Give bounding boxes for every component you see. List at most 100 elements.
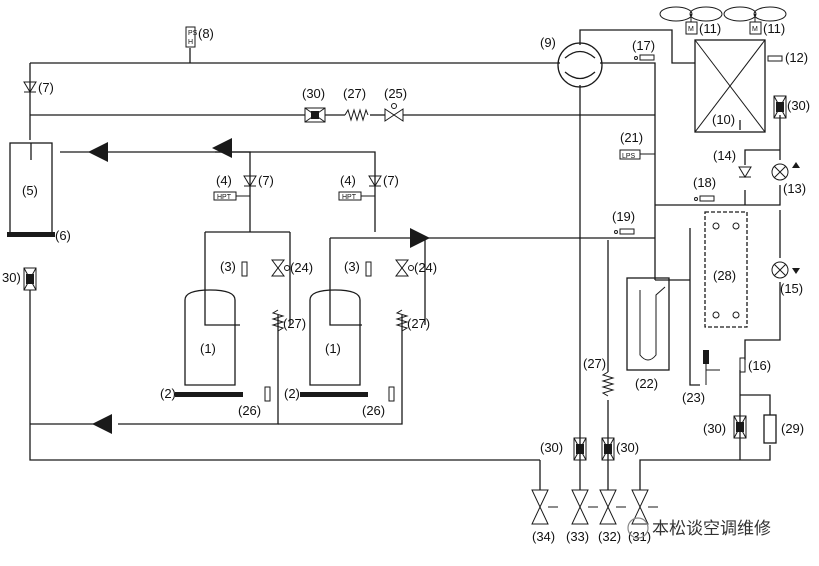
filter-bottom-2 [601, 437, 615, 461]
arrow-left-top [88, 142, 108, 162]
expansion-valve-13 [771, 162, 800, 181]
arrow-left-liquid [92, 414, 112, 434]
label-capillary-27a: (27) [283, 316, 306, 331]
check-valve-comp2 [368, 175, 382, 187]
check-valve-14 [738, 166, 752, 178]
label-filter-bottom-1: (30) [540, 440, 563, 455]
label-valve-31: (31) [628, 529, 651, 544]
label-heat-exchanger: (10) [712, 112, 735, 127]
label-check-valve-comp2: (7) [383, 173, 399, 188]
fan-motor-tag-right: M [752, 26, 758, 33]
label-filter-right: (30) [787, 98, 810, 113]
hpt-tag-1: HPT [217, 194, 232, 201]
label-oil-separator: (5) [22, 183, 38, 198]
label-valve-32: (32) [598, 529, 621, 544]
check-valve-comp1 [243, 175, 257, 187]
label-plate-heat-exchanger: (28) [713, 268, 736, 283]
label-check-valve-comp1: (7) [258, 173, 274, 188]
temp-sensor-17 [639, 54, 655, 61]
lps-tag: LPS [622, 153, 636, 160]
label-check-valve-left: (7) [38, 80, 54, 95]
capillary-27c [601, 371, 615, 397]
label-crankcase-heater-2: (2) [284, 386, 300, 401]
capillary-27b [395, 309, 409, 332]
label-low-pressure-switch: (21) [620, 130, 643, 145]
pressure-sensor-tag-h: H [188, 39, 193, 46]
capillary-26b [388, 386, 395, 402]
label-filter-left: 30) [2, 270, 21, 285]
label-solenoid-25: (25) [384, 86, 407, 101]
label-temp-sensor-18: (18) [693, 175, 716, 190]
arrow-right-suction [410, 228, 430, 248]
label-high-pressure-switch-1: (4) [216, 173, 232, 188]
label-expansion-valve-13: (13) [783, 181, 806, 196]
piping [29, 29, 781, 490]
service-valve-32 [599, 489, 626, 525]
watermark-text: 本松谈空调维修 [652, 519, 771, 538]
expansion-valve-15 [771, 261, 800, 279]
capillary-26a [264, 386, 271, 402]
solenoid-valve-24b [395, 259, 414, 277]
label-oil-separator-heater: (6) [55, 228, 71, 243]
temp-sensor-19 [619, 228, 635, 235]
solenoid-valve-24a [271, 259, 290, 277]
label-filter-bottom-2: (30) [616, 440, 639, 455]
label-valve-34: (34) [532, 529, 555, 544]
four-way-valve [557, 42, 603, 88]
compressor-1 [175, 289, 243, 397]
component-29 [763, 414, 777, 444]
check-valve-left [23, 81, 37, 93]
outdoor-temp-sensor [767, 55, 783, 62]
label-solenoid-24a: (24) [290, 260, 313, 275]
filter-right [773, 95, 787, 119]
capillary-27a [271, 309, 285, 332]
label-capillary-27b: (27) [407, 316, 430, 331]
label-temp-sensor-19: (19) [612, 209, 635, 224]
label-discharge-temp-2: (3) [344, 259, 360, 274]
label-fan-motor-left: (11) [699, 21, 721, 36]
temp-sensor-18 [699, 195, 715, 202]
label-component-29: (29) [781, 421, 804, 436]
watermark: 本松谈空调维修 [627, 517, 771, 539]
label-solenoid-23: (23) [682, 390, 705, 405]
filter-top [304, 107, 326, 123]
label-compressor-1: (1) [200, 341, 216, 356]
solenoid-23 [703, 350, 720, 385]
service-valve-31 [631, 489, 658, 525]
gas-liquid-separator [626, 277, 670, 371]
plate-heat-exchanger [704, 211, 748, 328]
service-valve-33 [571, 489, 598, 525]
label-temp-sensor-16: (16) [748, 358, 771, 373]
label-gas-liquid-separator: (22) [635, 376, 658, 391]
fan-left [659, 6, 723, 35]
filter-bottom-right [733, 415, 747, 439]
label-filter-top: (30) [302, 86, 325, 101]
pressure-sensor [185, 26, 196, 48]
capillary-27-top [344, 108, 369, 122]
solenoid-valve-25 [384, 103, 404, 122]
outdoor-heat-exchanger [694, 39, 766, 133]
label-valve-33: (33) [566, 529, 589, 544]
label-capillary-27c: (27) [583, 356, 606, 371]
label-discharge-temp-1: (3) [220, 259, 236, 274]
arrow-left-mid [212, 138, 232, 158]
label-solenoid-24b: (24) [414, 260, 437, 275]
filter-bottom-1 [573, 437, 587, 461]
temp-sensor-16 [739, 357, 746, 373]
label-compressor-2: (1) [325, 341, 341, 356]
label-four-way-valve: (9) [540, 35, 556, 50]
filter-left [23, 267, 37, 291]
fan-motor-tag-left: M [688, 26, 694, 33]
hpt-tag-2: HPT [342, 194, 357, 201]
label-capillary-26b: (26) [362, 403, 385, 418]
label-high-pressure-switch-2: (4) [340, 173, 356, 188]
label-filter-bottom-right: (30) [703, 421, 726, 436]
label-expansion-valve-15: (15) [780, 281, 803, 296]
fan-right [723, 6, 787, 35]
pressure-sensor-tag: PS [188, 30, 198, 37]
label-crankcase-heater-1: (2) [160, 386, 176, 401]
flow-arrows [88, 138, 430, 434]
label-pressure-sensor: (8) [198, 26, 214, 41]
service-valve-34 [531, 489, 558, 525]
